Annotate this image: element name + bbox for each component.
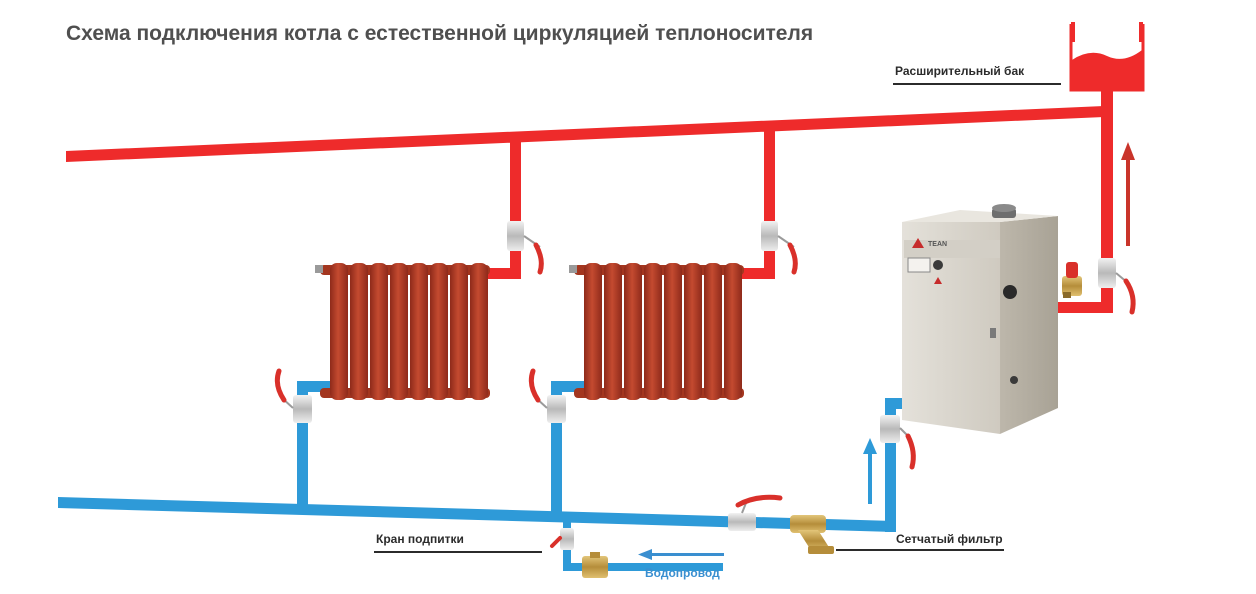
- boiler-return-valve: [880, 415, 916, 470]
- make-up-valve: [550, 528, 574, 550]
- radiator-1-supply-valve: [507, 221, 544, 275]
- radiator-1-return-branch: [297, 381, 333, 392]
- radiator-1-return-valve: [274, 368, 312, 423]
- radiator-2-supply-valve: [761, 221, 798, 275]
- flow-up-arrow-icon: [1121, 142, 1135, 160]
- flow-up-arrow-shaft: [1126, 158, 1130, 246]
- expansion-tank-label: Расширительный бак: [895, 64, 1025, 78]
- return-main-pipe: [58, 497, 896, 532]
- water-supply-arrow-icon: [638, 549, 652, 560]
- water-supply-arrow-shaft: [650, 553, 724, 556]
- make-up-valve-label: Кран подпитки: [376, 532, 464, 546]
- diagram-title: Схема подключения котла с естественной ц…: [66, 22, 814, 45]
- radiator-2-return-valve: [528, 368, 566, 423]
- check-valve: [582, 552, 608, 578]
- radiator-2: [569, 263, 744, 400]
- radiator-2-supply-branch: [741, 268, 775, 279]
- mesh-filter-label: Сетчатый фильтр: [896, 532, 1003, 546]
- make-up-horizontal-pipe: [563, 563, 723, 571]
- radiator-1-supply-drop: [510, 139, 521, 279]
- supply-main-pipe: [66, 106, 1104, 162]
- supply-piping: [66, 88, 1135, 313]
- return-piping: [58, 381, 907, 571]
- radiator-1: [315, 263, 490, 400]
- radiator-2-supply-drop: [764, 128, 775, 279]
- boiler-return-inlet: [885, 398, 907, 409]
- make-up-valve-label-line: [374, 551, 542, 553]
- radiator-1-return-riser: [297, 383, 308, 506]
- radiator-2-return-riser: [551, 383, 562, 514]
- expansion-tank-label-line: [893, 83, 1061, 85]
- boiler-outlet-pipe: [1058, 302, 1113, 313]
- radiator-2-return-branch: [551, 381, 587, 392]
- water-supply-label: Водопровод: [645, 566, 720, 580]
- mesh-filter-label-line: [836, 549, 1004, 551]
- main-return-valve: [728, 494, 783, 531]
- mesh-filter: [790, 515, 834, 554]
- supply-riser-pipe: [1101, 88, 1113, 310]
- return-up-arrow-icon: [863, 438, 877, 454]
- boiler: TEAN: [902, 204, 1058, 434]
- safety-valve: [1062, 262, 1082, 298]
- radiator-1-supply-branch: [487, 268, 521, 279]
- expansion-tank: [1069, 22, 1145, 92]
- boiler-brand-label: TEAN: [928, 241, 947, 248]
- boiler-outlet-valve: [1098, 258, 1136, 315]
- boiler-return-riser: [885, 402, 896, 532]
- return-up-arrow-shaft: [868, 452, 872, 504]
